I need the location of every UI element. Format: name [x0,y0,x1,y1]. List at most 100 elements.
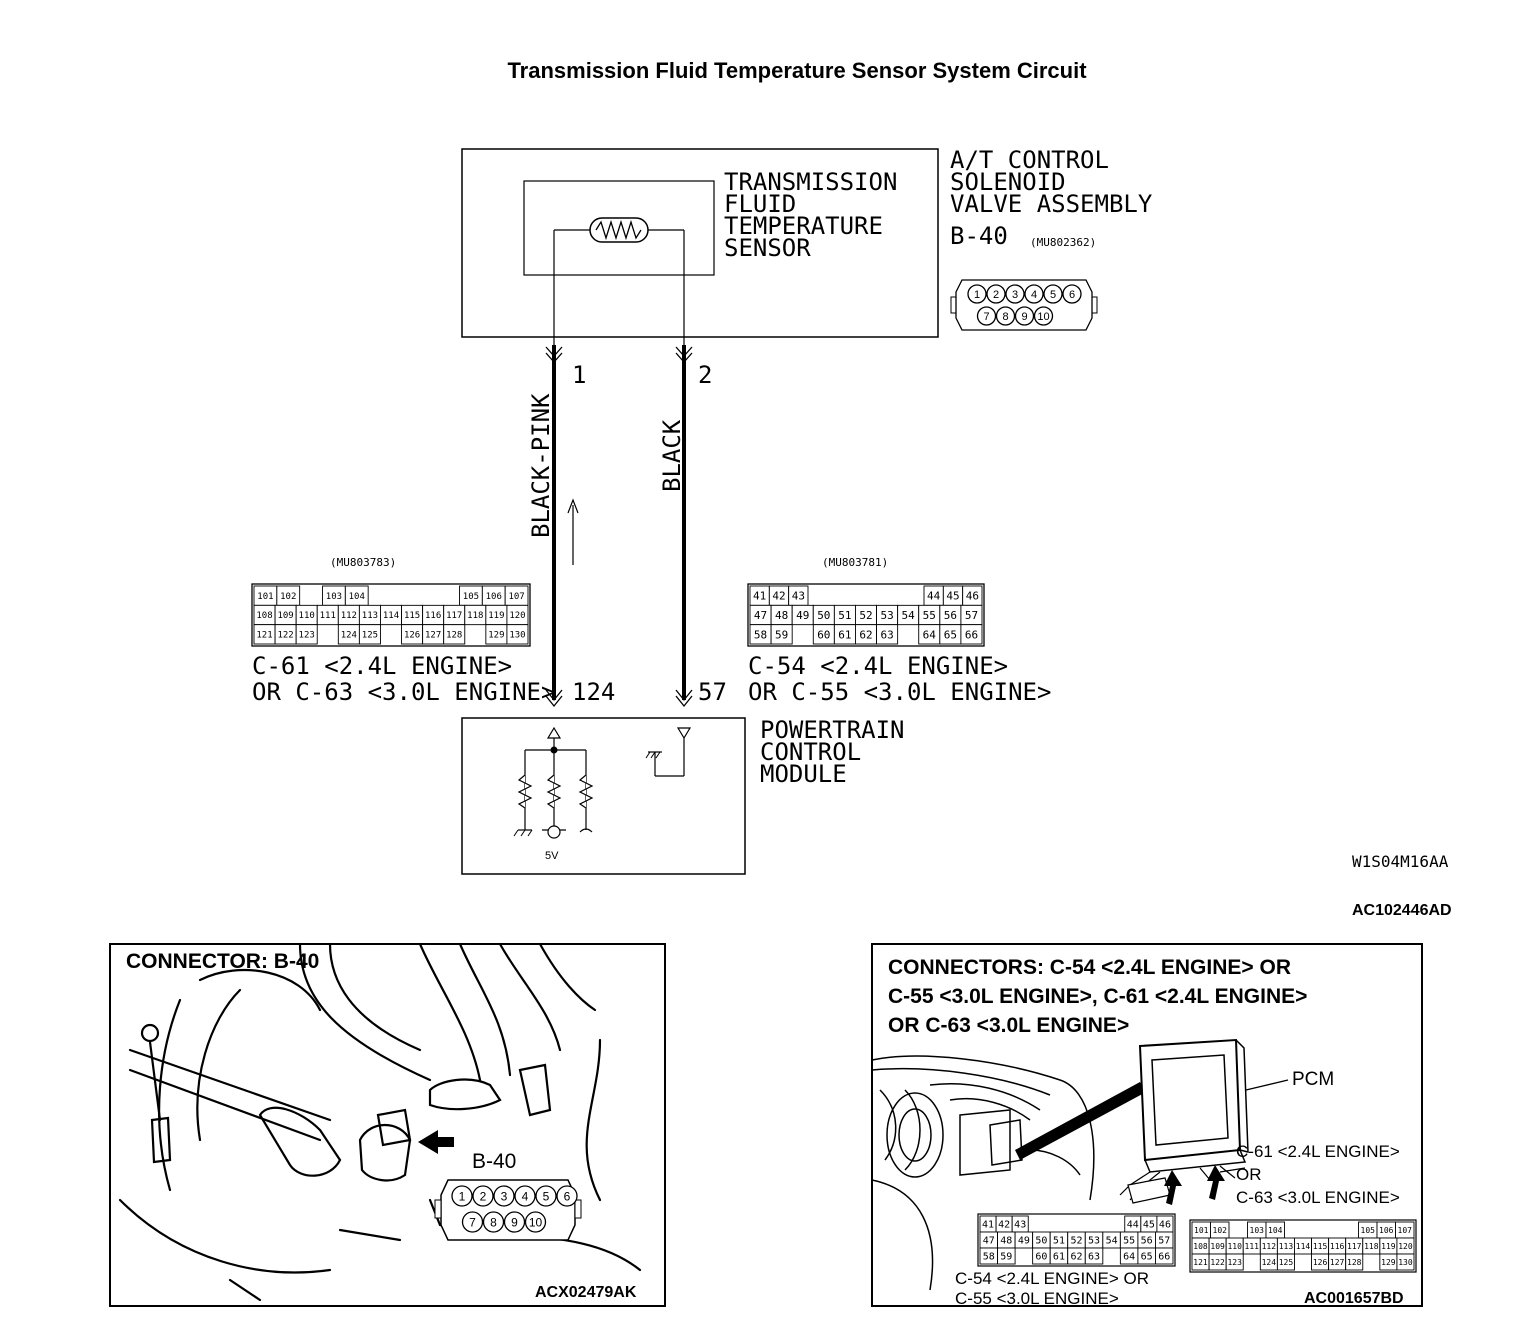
connector-pin-number: 106 [1379,1226,1394,1235]
pin-number: 6 [564,1189,571,1203]
panel-right-callout: OR [1236,1165,1262,1184]
connector-pin-number: 124 [341,631,357,641]
connector-pin-number: 117 [1347,1242,1362,1251]
connector-pin-number: 113 [1279,1242,1294,1251]
panel-right-heading: C-55 <3.0L ENGINE>, C-61 <2.4L ENGINE> [888,985,1307,1008]
connector-pin-number: 63 [1088,1252,1100,1263]
connector-pin-number: 53 [880,609,893,622]
pin-number: 7 [469,1215,476,1229]
connector-cell [443,624,466,645]
connector-pin-number: 49 [1018,1236,1030,1247]
pcm-label-line: MODULE [760,760,847,788]
connector-pin-number: 48 [1000,1236,1012,1247]
connector-pin-number: 117 [446,611,462,621]
c54-part-number: (MU803781) [822,556,888,569]
connector-pin-number: 54 [902,609,916,622]
connector-pin-number: 47 [983,1236,995,1247]
pin-number: 1 [974,289,980,301]
connector-pin-number: 112 [1262,1242,1277,1251]
pointer-wedge [1015,1082,1146,1160]
b40-part-number: (MU802362) [1030,236,1096,249]
connector-pin-number: 130 [1398,1258,1413,1267]
pcm-label: POWERTRAIN CONTROL MODULE [760,716,905,788]
connector-pin-number: 60 [1035,1252,1047,1263]
pin-circle [1033,306,1054,326]
connector-pin-number: 101 [1194,1226,1209,1235]
connector-pin-number: 129 [488,631,504,641]
pin-number: 9 [1021,311,1027,323]
panel-left-connector-label: B-40 [472,1150,516,1173]
connector-pin-number: 128 [1347,1258,1362,1267]
connector-pin-number: 125 [1279,1258,1294,1267]
solenoid-valve-assembly-box [461,148,939,338]
pin-circle [1014,306,1035,326]
figure-id: AC102446AD [1352,902,1452,919]
pin-circle [556,1185,578,1207]
connector-pin-number: 43 [792,590,805,603]
connector-pin-number: 129 [1381,1258,1396,1267]
connector-cell [1084,1247,1104,1265]
pcm-label-line: CONTROL [760,738,861,766]
pin-number: 5 [543,1189,550,1203]
figure-code: W1S04M16AA [1352,852,1449,871]
connector-pin-number: 119 [488,611,504,621]
pcm-terminal-57: 57 [698,678,727,706]
pointer-arrow [418,1130,454,1154]
connector-cell [506,624,529,645]
connector-pin-number: 52 [859,609,872,622]
pointer-arrow [1207,1165,1225,1200]
connector-pin-number: 124 [1262,1258,1277,1267]
connector-pin-number: 104 [349,592,365,602]
connector-pin-number: 59 [775,628,788,641]
connector-cell [997,1247,1016,1265]
pin-number: 10 [529,1215,543,1229]
pin-circle [1005,284,1025,304]
connector-pin-number: 42 [998,1220,1010,1231]
connector-pin-number: 51 [838,609,851,622]
connector-pin-number: 41 [982,1220,994,1231]
pin-number: 3 [501,1189,508,1203]
connector-pin-number: 105 [463,592,479,602]
connector-cell [960,624,983,645]
diagram-title: Transmission Fluid Temperature Sensor Sy… [507,58,1087,83]
panel-right-bottom-label: C-55 <3.0L ENGINE> [955,1289,1119,1308]
connector-pin-number: 44 [1127,1220,1139,1231]
assembly-label-line: VALVE ASSEMBLY [950,190,1153,218]
pin-number: 4 [522,1189,529,1203]
voltage-source-symbol [547,825,561,839]
pin-circle [1024,284,1044,304]
c61-label: C-61 <2.4L ENGINE> [252,652,512,680]
sensor-label: TRANSMISSION FLUID TEMPERATURE SENSOR [724,168,897,262]
pin-circle [514,1185,536,1207]
pin-number: 4 [1031,289,1037,301]
connector-cell [876,624,899,645]
pin-number: 5 [1050,289,1056,301]
pin-circle [482,1211,505,1233]
engine-bay-illustration [118,942,642,1302]
connector-pin-number: 125 [362,631,378,641]
pcm-unit-illustration [1119,1038,1249,1204]
connector-pin-number: 44 [927,590,941,603]
pin-circle [503,1211,526,1233]
pin-circle [1043,284,1063,304]
panel-left-heading: CONNECTOR: B-40 [126,950,319,973]
pin-number: 8 [490,1215,497,1229]
resistor-symbol [546,774,562,809]
pin-number: 2 [480,1189,487,1203]
connector-pin-number: 60 [817,628,830,641]
pin-circle [493,1185,515,1207]
panel-right-heading: CONNECTORS: C-54 <2.4L ENGINE> OR [888,956,1291,979]
connector-pin-number: 62 [859,628,872,641]
assembly-connector-id: B-40 [950,222,1008,250]
connector-pin-number: 54 [1106,1236,1118,1247]
pin-circle [1062,284,1082,304]
connector-pin-number: 128 [446,631,462,641]
panel-right-callout: C-63 <3.0L ENGINE> [1236,1188,1400,1207]
connector-pin-number: 122 [277,631,293,641]
connector-pin-number: 45 [946,590,959,603]
c54-label: C-54 <2.4L ENGINE> [748,652,1008,680]
